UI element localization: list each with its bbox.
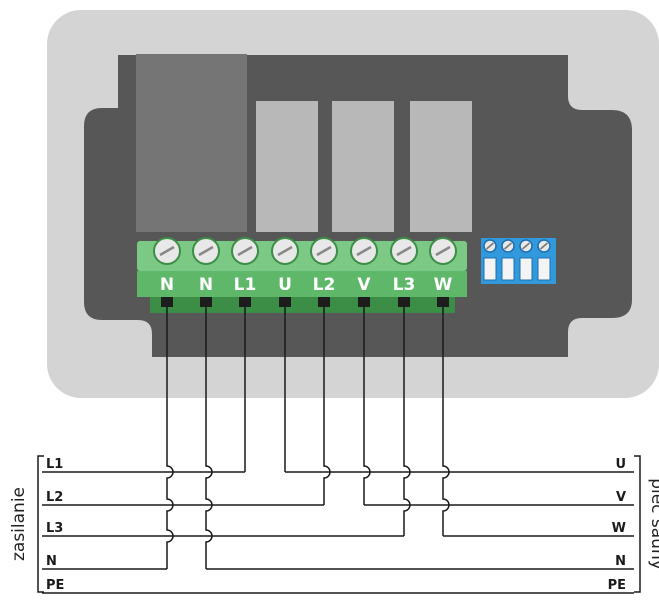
right-line-labels: U V W N PE (608, 457, 626, 593)
left-line-label-l3: L3 (46, 521, 63, 536)
left-line-label-n: N (46, 554, 57, 569)
terminal-label-2: N (199, 275, 213, 295)
right-line-label-n: N (615, 554, 626, 569)
terminal-slot-1 (161, 297, 173, 307)
aux-screw-slot-3 (521, 242, 531, 250)
left-line-label-l2: L2 (46, 490, 63, 505)
right-line-label-u: U (615, 457, 626, 472)
terminal-screw-slot-3 (237, 245, 253, 257)
terminal-slot-6 (358, 297, 370, 307)
wires (42, 307, 634, 594)
terminal-slot-7 (398, 297, 410, 307)
sauna-group-label: piec sauny (647, 478, 659, 570)
wire-L3 (403, 307, 411, 536)
terminal-screw-slot-6 (356, 245, 372, 257)
aux-screw-slot-4 (539, 242, 549, 250)
terminal-label-7: L3 (393, 275, 416, 295)
terminal-label-1: N (160, 275, 174, 295)
terminal-screw-row (137, 241, 467, 271)
terminal-label-6: V (357, 275, 371, 295)
right-line-label-w: W (612, 521, 626, 536)
terminal-screw-slot-2 (198, 245, 214, 257)
wire-N1 (166, 307, 174, 569)
right-line-label-pe: PE (608, 578, 626, 593)
supply-group-label: zasilanie (9, 487, 29, 561)
left-line-label-l1: L1 (46, 457, 63, 472)
terminal-block: N N L1 U L2 V L3 W (137, 237, 467, 313)
terminal-slot-4 (279, 297, 291, 307)
aux-slot-2 (501, 257, 515, 281)
terminal-slot-8 (437, 297, 449, 307)
relay-main (136, 54, 247, 232)
right-bracket (634, 455, 641, 593)
terminal-base (150, 297, 455, 313)
terminal-screw-slot-4 (277, 245, 293, 257)
terminal-slot-2 (200, 297, 212, 307)
relay-2 (332, 101, 394, 232)
terminal-screw-slot-7 (396, 245, 412, 257)
terminal-slot-5 (318, 297, 330, 307)
terminal-label-5: L2 (313, 275, 336, 295)
aux-terminal-block (481, 238, 556, 284)
aux-screw-slot-2 (503, 242, 513, 250)
relay-3 (410, 101, 472, 232)
terminal-screw-slot-5 (316, 245, 332, 257)
terminal-label-4: U (278, 275, 292, 295)
terminal-label-3: L1 (234, 275, 257, 295)
terminal-slot-3 (239, 297, 251, 307)
wire-W (442, 307, 450, 536)
terminal-screw-slot-1 (159, 245, 175, 257)
wire-L2 (323, 307, 331, 505)
terminal-label-row (137, 271, 467, 297)
left-line-label-pe: PE (46, 578, 64, 593)
left-bracket (37, 455, 44, 593)
wire-N2 (205, 307, 213, 569)
aux-screw-slot-1 (485, 242, 495, 250)
aux-slot-3 (519, 257, 533, 281)
wire-V (363, 307, 371, 505)
aux-slot-4 (537, 257, 551, 281)
aux-slot-1 (483, 257, 497, 281)
right-line-label-v: V (616, 490, 626, 505)
terminal-screw-slot-8 (435, 245, 451, 257)
relay-1 (256, 101, 318, 232)
terminal-label-8: W (434, 275, 453, 295)
